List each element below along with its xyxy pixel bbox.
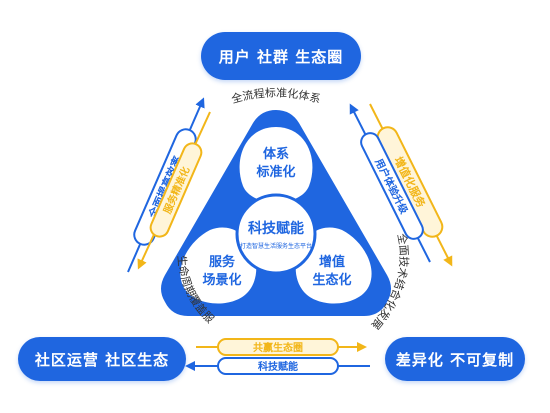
arrow-bottom-upper: 共赢生态圈 xyxy=(196,338,367,356)
petal-service-label: 服务 xyxy=(209,254,236,270)
petal-system-label: 体系 xyxy=(263,146,289,162)
petal-ecosystem-label: 生态化 xyxy=(312,272,351,288)
node-differentiation: 差异化 不可复制 xyxy=(385,337,525,381)
petal-system-standardization: 体系 标准化 xyxy=(239,127,313,203)
center-subtitle: 打造智慧生活服务生态平台 xyxy=(240,242,312,250)
arrow-bottom-upper-label: 共赢生态圈 xyxy=(253,341,303,354)
petal-standardization-label: 标准化 xyxy=(255,164,295,180)
node-users-community-ecosystem: 用户 社群 生态圈 xyxy=(201,32,361,80)
petal-value-added-ecosystem: 增值 生态化 xyxy=(295,227,372,304)
node-community-operation: 社区运营 社区生态 xyxy=(18,337,186,381)
center-circle xyxy=(235,193,317,275)
petal-value-added-label: 增值 xyxy=(319,254,345,270)
petal-service-scenario: 服务 场景化 xyxy=(180,227,257,304)
edge-label-top: 全流程标准化体系 xyxy=(230,85,322,106)
center-title: 科技赋能 xyxy=(248,220,304,237)
petal-scenario-label: 场景化 xyxy=(202,272,241,288)
arrow-bottom-lower: 科技赋能 xyxy=(185,357,370,375)
arrow-bottom-lower-label: 科技赋能 xyxy=(258,360,298,373)
